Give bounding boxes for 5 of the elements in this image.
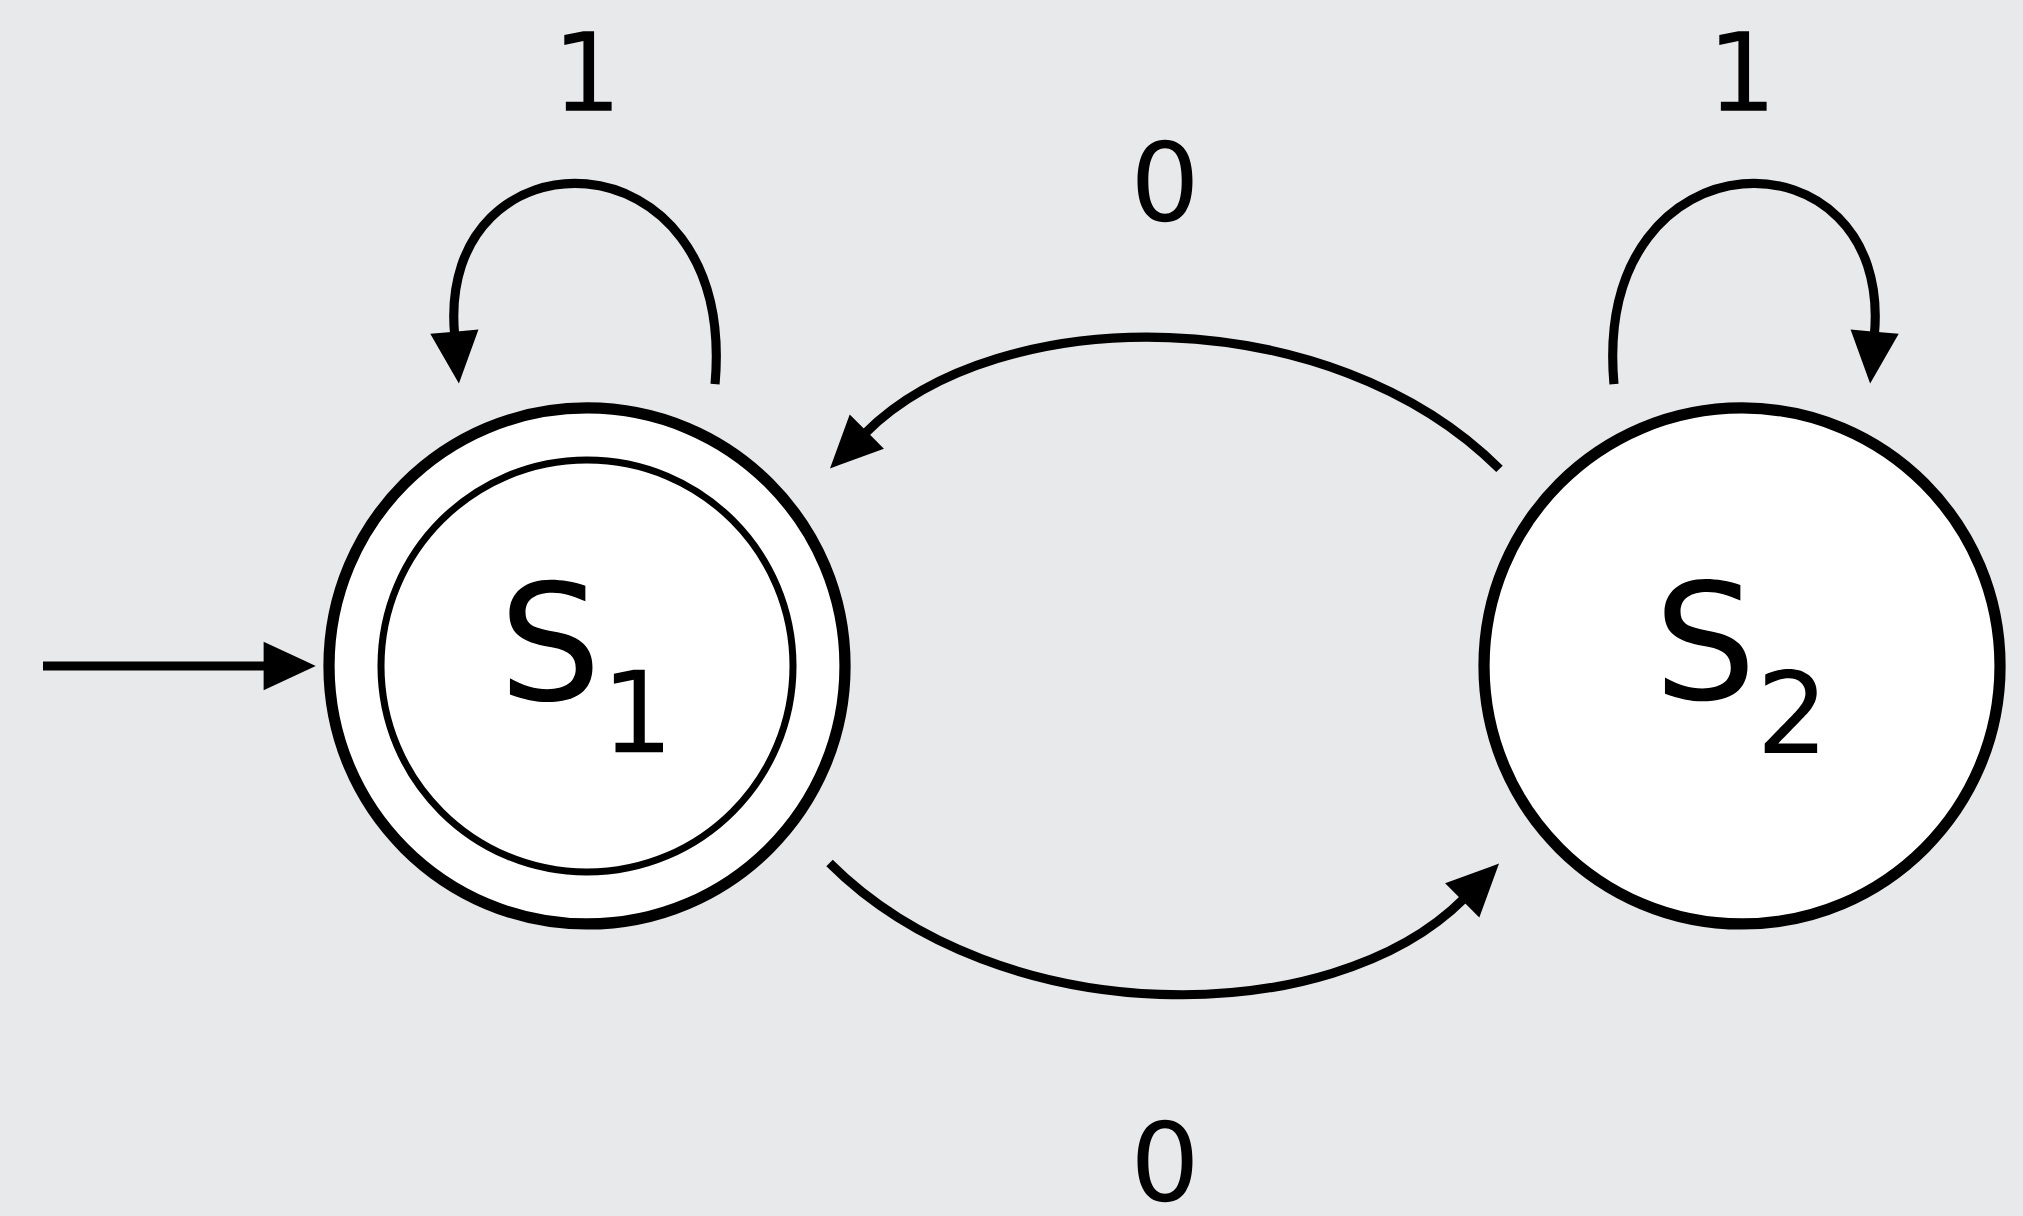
edge-label: 1 bbox=[1719, 31, 1767, 111]
edge-label: 1 bbox=[564, 31, 612, 111]
edge-label: 0 bbox=[1137, 139, 1193, 223]
arrow bbox=[1609, 179, 1899, 385]
edge-label: 0 bbox=[1137, 1119, 1193, 1203]
